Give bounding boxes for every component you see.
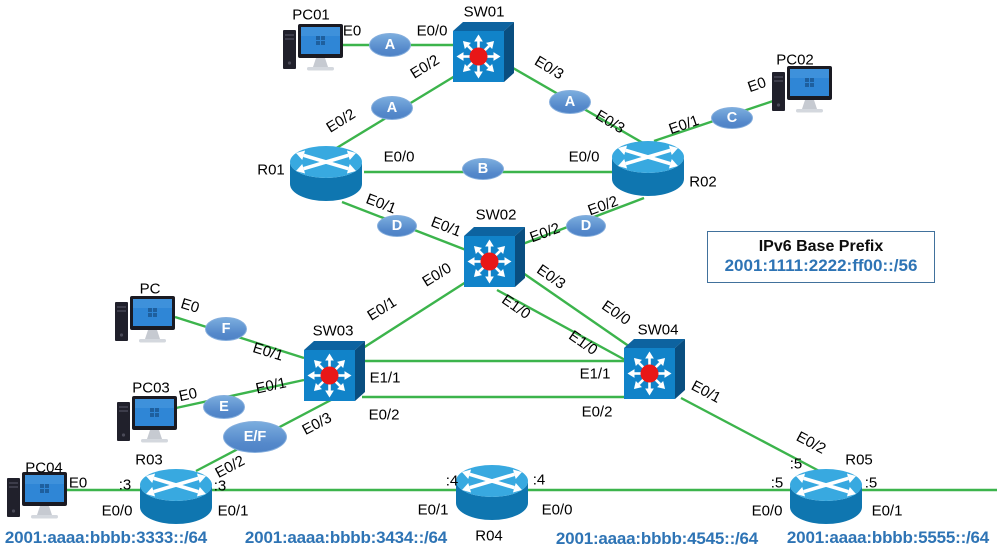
segment-oval-ef: E/F [223, 421, 287, 453]
router-r05 [788, 466, 864, 526]
port-label: E0/0 [541, 501, 573, 519]
port-label: E0/2 [368, 406, 400, 424]
segment-oval-c: C [711, 107, 753, 129]
ipv6-base-prefix-title: IPv6 Base Prefix [758, 238, 884, 256]
pc-pc03 [117, 396, 179, 446]
switch-icon [624, 339, 685, 399]
subnet-label: 2001:aaaa:bbbb:4545::/64 [555, 529, 759, 548]
link-line [175, 378, 305, 410]
device-label-r02: R02 [689, 173, 717, 191]
switch-icon [453, 22, 514, 82]
device-label-pc04: PC04 [25, 459, 63, 477]
segment-oval-a: A [549, 90, 591, 114]
port-label: :5 [864, 474, 878, 492]
port-label: :5 [770, 474, 784, 492]
device-label-pc01: PC01 [292, 6, 330, 24]
switch-sw01 [452, 21, 516, 85]
ipv6-base-prefix-box: IPv6 Base Prefix 2001:1111:2222:ff00::/5… [707, 231, 935, 283]
subnet-label: 2001:aaaa:bbbb:3333::/64 [4, 528, 208, 547]
switch-sw03 [303, 340, 367, 404]
pc-icon [283, 24, 343, 71]
device-label-r01: R01 [257, 161, 285, 179]
router-r01 [288, 143, 364, 203]
pc-icon [7, 472, 67, 519]
device-label-pc02: PC02 [776, 51, 814, 69]
switch-sw02 [463, 226, 527, 290]
segment-oval-a: A [369, 33, 411, 57]
ipv6-base-prefix-value: 2001:1111:2222:ff00::/56 [724, 255, 918, 275]
port-label: :3 [213, 477, 227, 495]
port-label: E0/0 [101, 502, 133, 520]
pc-pc04 [7, 472, 69, 522]
pc-icon [117, 396, 177, 443]
router-icon [290, 146, 362, 201]
pc-icon [115, 296, 175, 343]
segment-oval-b: B [462, 158, 504, 180]
segment-oval-e: E [203, 395, 245, 419]
router-icon [140, 469, 212, 524]
device-label-sw03: SW03 [312, 322, 354, 340]
device-label-pc: PC [139, 280, 161, 298]
link-line [680, 396, 824, 475]
pc-pc [115, 296, 177, 346]
segment-oval-d: D [566, 215, 606, 237]
port-label: E1/1 [579, 365, 611, 383]
subnet-label: 2001:aaaa:bbbb:5555::/64 [786, 528, 990, 547]
link-line [496, 288, 628, 363]
router-r03 [138, 466, 214, 526]
port-label: E0/2 [581, 403, 613, 421]
device-label-sw04: SW04 [637, 321, 679, 339]
device-label-pc03: PC03 [132, 379, 170, 397]
router-icon [612, 141, 684, 196]
link-line [362, 280, 467, 350]
port-label: E1/1 [369, 369, 401, 387]
device-label-sw01: SW01 [463, 3, 505, 21]
port-label: E0/0 [416, 22, 448, 40]
port-label: E0/1 [217, 502, 249, 520]
device-label-r04: R04 [475, 527, 503, 545]
pc-icon [772, 66, 832, 113]
port-label: E0/1 [871, 502, 903, 520]
switch-icon [464, 227, 525, 287]
switch-sw04 [623, 338, 687, 402]
segment-oval-d: D [377, 215, 417, 237]
router-r04 [454, 462, 530, 522]
segment-oval-f: F [205, 317, 247, 341]
router-icon [790, 469, 862, 524]
port-label: :5 [789, 455, 803, 473]
port-label: E0 [68, 474, 88, 492]
port-label: E0/0 [383, 148, 415, 166]
port-label: E0/0 [568, 148, 600, 166]
port-label: E0/0 [751, 502, 783, 520]
port-label: :4 [445, 472, 459, 490]
port-label: E0/1 [417, 501, 449, 519]
pc-pc02 [772, 66, 834, 116]
port-label: :3 [118, 476, 132, 494]
device-label-r03: R03 [135, 451, 163, 469]
pc-pc01 [283, 24, 345, 74]
segment-oval-a: A [371, 96, 413, 120]
device-label-r05: R05 [845, 451, 873, 469]
port-label: E0 [342, 22, 362, 40]
switch-icon [304, 341, 365, 401]
subnet-label: 2001:aaaa:bbbb:3434::/64 [244, 528, 448, 547]
router-icon [456, 465, 528, 520]
port-label: :4 [532, 471, 546, 489]
router-r02 [610, 138, 686, 198]
device-label-sw02: SW02 [475, 206, 517, 224]
link-line [522, 272, 634, 350]
